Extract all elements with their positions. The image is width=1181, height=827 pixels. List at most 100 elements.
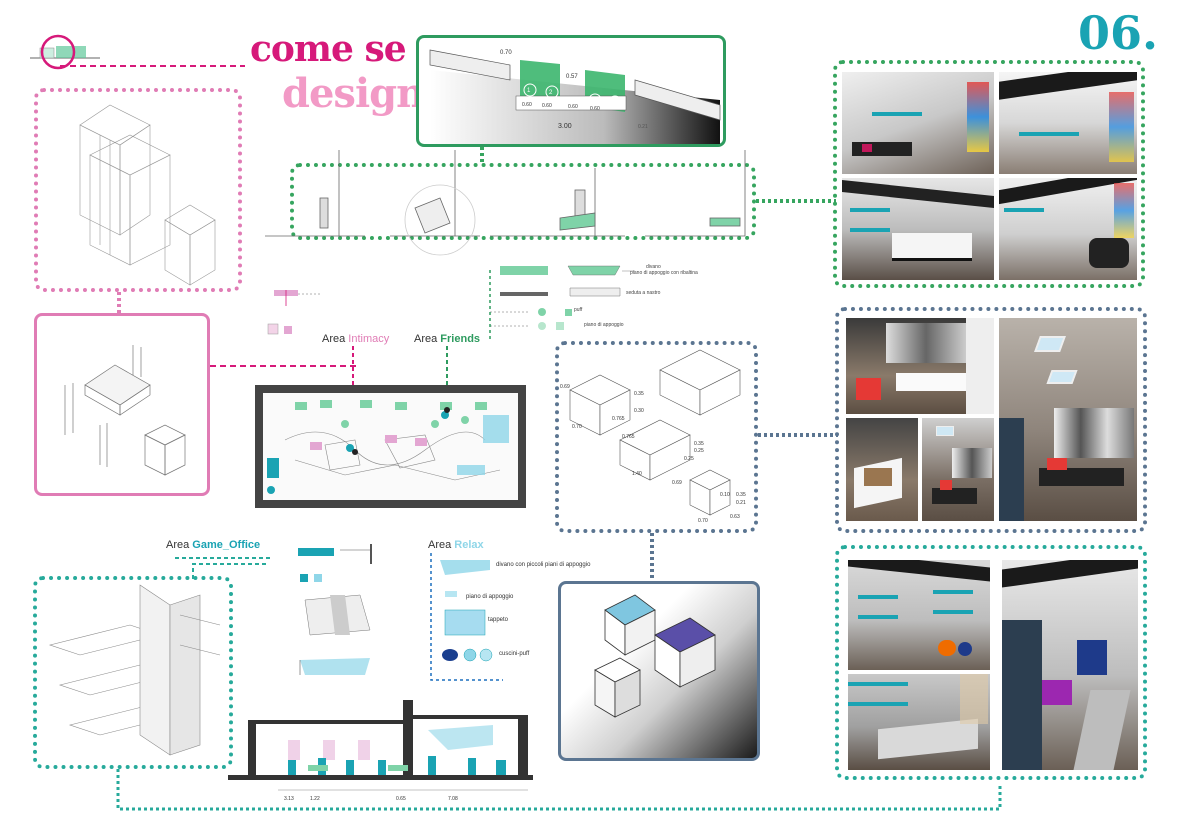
friends-sections-drawing	[265, 150, 746, 256]
legend-piano: piano di appoggio	[584, 322, 624, 328]
building-section: 3.13 1.22 0.65 7.08	[228, 700, 533, 802]
legend-ribaltina: piano di appoggio con ribaltina	[630, 270, 698, 276]
section-dim-065: 0.65	[396, 796, 406, 802]
relax-dim-0: 0.69	[560, 384, 570, 390]
relax-legend-tappeto: tappeto	[488, 617, 509, 623]
section-dim-313: 3.13	[284, 796, 294, 802]
relax-dim-10: 0.69	[672, 480, 682, 486]
teal-bottom-connector	[116, 769, 1002, 811]
legend-divano: divano	[646, 264, 661, 270]
module-dim-060c: 0.60	[568, 104, 578, 110]
floor-plan	[255, 385, 526, 508]
photo-relax-1	[846, 318, 994, 414]
module-dim-060b: 0.60	[542, 103, 552, 109]
section-dim-708: 7.08	[448, 796, 458, 802]
area-game-office-name: Game_Office	[192, 539, 261, 551]
green-sections-box	[290, 163, 756, 240]
relax-dim-14: 0.21	[736, 500, 746, 506]
module-dim-057: 0.57	[566, 74, 578, 80]
logo-icon	[30, 34, 100, 70]
relax-legend-piano: piano di appoggio	[466, 594, 514, 600]
slate-connector-right	[758, 433, 838, 437]
legend-puff: puff	[574, 307, 583, 313]
relax-dim-9: 1.40	[632, 471, 642, 477]
area-friends-name: Friends	[440, 333, 481, 345]
relax-render-drawing	[594, 594, 716, 718]
friends-legend-graphics	[490, 265, 635, 330]
green-connector-right	[756, 199, 836, 203]
area-relax-label: Area Relax	[428, 539, 484, 551]
relax-dim-5: 0.765	[622, 434, 635, 440]
module-dim-060a: 0.60	[522, 102, 532, 108]
module-num-2: 2	[549, 90, 553, 96]
teal-connector-top	[192, 563, 268, 579]
module-dim-021: 0.21	[638, 124, 648, 130]
slate-relax-box	[555, 341, 758, 533]
relax-legend-cuscini: cuscini-puff	[499, 651, 530, 657]
pink-dashed-connector-1	[210, 365, 358, 367]
photo-relax-2	[999, 318, 1137, 521]
photo-panel-game-office	[835, 545, 1147, 780]
pink-isometric-drawing	[79, 104, 216, 286]
relax-dim-3: 0.765	[612, 416, 625, 422]
relax-dim-15: 0.63	[730, 514, 740, 520]
module-detail-drawing: 0.70 0.57 0.60 0.60 0.60 0.60 3.00 0.21 …	[429, 49, 721, 144]
relax-dim-6: 0.35	[694, 441, 704, 447]
photo-relax-3	[846, 418, 918, 521]
friends-legend-connector	[489, 270, 491, 342]
module-num-3: 3	[592, 98, 596, 104]
relax-dim-11: 0.10	[720, 492, 730, 498]
relax-dim-8: 0.25	[684, 456, 694, 462]
relax-dim-4: 0.30	[634, 408, 644, 414]
title-come-se: come se	[250, 28, 407, 70]
section-dim-122: 1.22	[310, 796, 320, 802]
legend-seduta: seduta a nastro	[626, 290, 661, 296]
relax-dim-2: 0.35	[634, 391, 644, 397]
photo-friends-2	[999, 72, 1137, 174]
pink-connector-top	[60, 65, 245, 67]
area-intimacy-prefix: Area	[322, 333, 349, 345]
photo-panel-relax	[835, 307, 1147, 533]
relax-connector	[430, 553, 503, 681]
photo-game-2	[1002, 560, 1138, 770]
module-dim-060d: 0.60	[590, 106, 600, 112]
module-dim-300: 3.00	[558, 123, 572, 130]
pink-furniture-drawing	[64, 345, 186, 476]
game-office-iso-drawing	[48, 584, 221, 756]
photo-friends-3	[842, 178, 994, 280]
area-game-office-prefix: Area	[166, 539, 193, 551]
area-game-office-label: Area Game_Office	[166, 539, 260, 551]
relax-dim-7: 0.25	[694, 448, 704, 454]
photo-relax-4	[922, 418, 994, 521]
pink-solid-box	[34, 313, 210, 496]
slate-connector-down	[650, 533, 654, 581]
area-friends-prefix: Area	[414, 333, 441, 345]
pink-dotted-box	[34, 88, 242, 292]
teal-dotted-box	[33, 576, 233, 769]
intimacy-legend-graphics	[267, 290, 320, 335]
relax-legend-graphics	[440, 560, 493, 662]
photo-friends-4	[999, 178, 1137, 280]
relax-dim-1: 0.70	[572, 424, 582, 430]
area-intimacy-label: Area Intimacy	[322, 333, 389, 345]
module-num-4: 4	[612, 100, 616, 106]
relax-dim-13: 0.35	[736, 492, 746, 498]
photo-panel-friends	[833, 60, 1145, 288]
pink-box-connector	[117, 292, 121, 314]
photo-friends-1	[842, 72, 994, 174]
game-office-connector	[175, 557, 270, 559]
area-relax-prefix: Area	[428, 539, 455, 551]
photo-game-3	[848, 674, 990, 770]
game-office-legend	[298, 544, 372, 675]
module-num-1: 1	[527, 88, 531, 94]
relax-dim-12: 0.70	[698, 518, 708, 524]
area-relax-name: Relax	[454, 539, 484, 551]
relax-iso-drawing: 0.69 0.70 0.35 0.765 0.30 0.765 0.35 0.2…	[560, 349, 746, 524]
module-dim-070: 0.70	[500, 50, 512, 56]
relax-legend-divano: divano con piccoli piani di appoggio	[496, 562, 591, 568]
area-intimacy-name: Intimacy	[348, 333, 390, 345]
page-number: 06.	[1078, 6, 1159, 60]
area-friends-label: Area Friends	[414, 333, 480, 345]
title-design: design	[282, 70, 425, 117]
green-connector-vertical	[480, 147, 484, 163]
